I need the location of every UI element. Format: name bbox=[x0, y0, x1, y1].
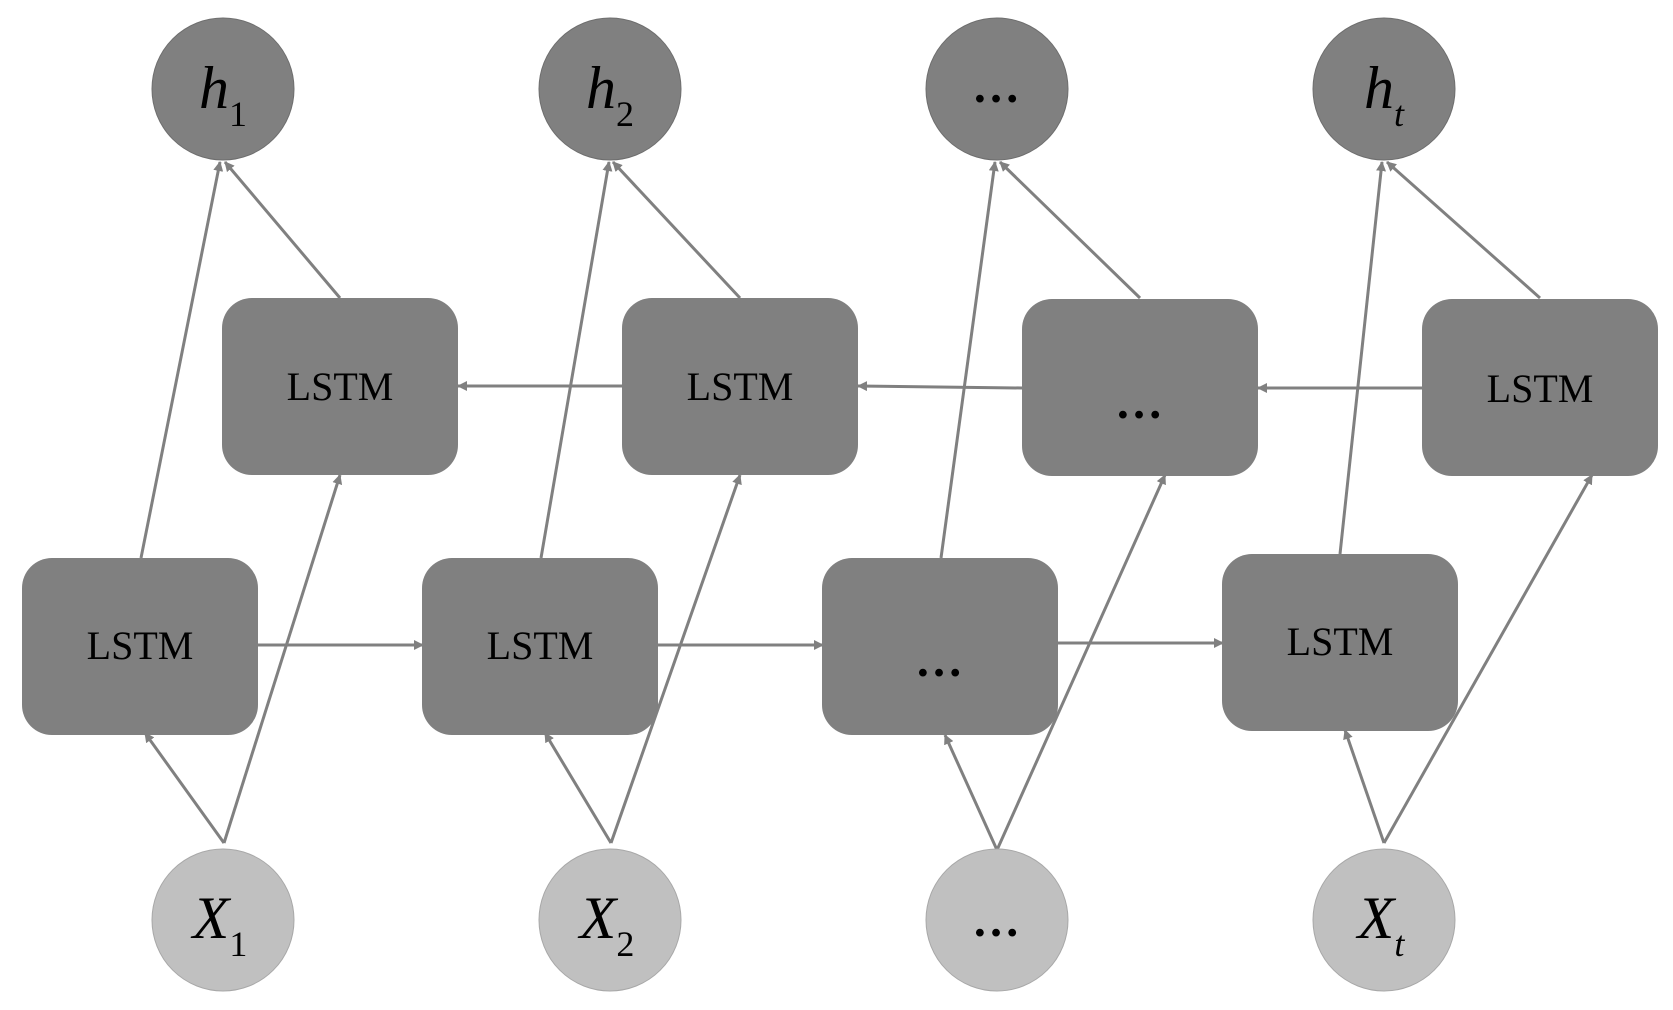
forward-lstm-ellipsis: … bbox=[822, 558, 1058, 735]
lstm-label: LSTM bbox=[487, 623, 594, 668]
lstm-ellipsis: … bbox=[1115, 376, 1165, 429]
arrow-xt-to-forward4 bbox=[1343, 729, 1386, 844]
arrow-backward3-to-backward2 bbox=[857, 381, 1023, 392]
arrow-backward4-to-ht bbox=[1386, 160, 1541, 300]
input-base: X bbox=[1356, 885, 1397, 951]
input-node-x1: X1 bbox=[151, 848, 295, 992]
output-base: h bbox=[199, 55, 229, 121]
arrows bbox=[139, 160, 1594, 851]
svg-text:h1: h1 bbox=[199, 55, 247, 134]
backward-lstm-2: LSTM bbox=[622, 298, 858, 475]
svg-text:X1: X1 bbox=[191, 885, 248, 964]
input-base: X bbox=[191, 885, 232, 951]
backward-lstm-ellipsis: … bbox=[1022, 299, 1258, 476]
arrow-x2-to-backward2 bbox=[609, 474, 742, 844]
input-sub: 2 bbox=[616, 924, 634, 964]
output-node-h1: h1 bbox=[151, 17, 295, 161]
arrow-x3-to-forward3 bbox=[943, 734, 999, 851]
output-ellipsis: … bbox=[972, 60, 1022, 113]
output-node-ellipsis: … bbox=[925, 17, 1069, 161]
backward-lstm-1: LSTM bbox=[222, 298, 458, 475]
output-base: h bbox=[586, 55, 616, 121]
output-sub: t bbox=[1394, 94, 1405, 134]
output-node-ht: ht bbox=[1312, 17, 1456, 161]
lstm-ellipsis: … bbox=[915, 634, 965, 687]
input-node-ellipsis: … bbox=[925, 848, 1069, 992]
output-base: h bbox=[1364, 55, 1394, 121]
forward-lstm-layer: LSTM LSTM … LSTM bbox=[22, 554, 1458, 735]
backward-lstm-layer: LSTM LSTM … LSTM bbox=[222, 298, 1658, 476]
lstm-label: LSTM bbox=[687, 364, 794, 409]
input-base: X bbox=[578, 885, 619, 951]
svg-text:X2: X2 bbox=[578, 885, 635, 964]
arrow-x2-to-forward2 bbox=[543, 732, 613, 844]
output-row: h1 h2 … ht bbox=[151, 17, 1456, 161]
svg-text:ht: ht bbox=[1364, 55, 1405, 134]
backward-lstm-4: LSTM bbox=[1422, 299, 1658, 476]
input-sub: t bbox=[1394, 924, 1405, 964]
arrow-forward4-to-ht bbox=[1338, 161, 1387, 555]
arrow-backward1-to-h1 bbox=[223, 161, 342, 299]
arrow-xt-to-backward4 bbox=[1382, 474, 1594, 844]
arrow-x3-to-backward3 bbox=[995, 474, 1167, 851]
lstm-label: LSTM bbox=[1487, 366, 1594, 411]
arrow-forward1-to-h1 bbox=[139, 161, 224, 559]
lstm-label: LSTM bbox=[87, 623, 194, 668]
lstm-label: LSTM bbox=[287, 364, 394, 409]
arrow-backward3-to-h3 bbox=[998, 160, 1142, 300]
input-ellipsis: … bbox=[972, 894, 1022, 947]
arrow-backward2-to-h2 bbox=[611, 160, 742, 300]
arrow-forward2-to-h2 bbox=[539, 161, 613, 559]
input-node-xt: Xt bbox=[1312, 848, 1456, 992]
output-sub: 2 bbox=[616, 94, 634, 134]
forward-lstm-4: LSTM bbox=[1222, 554, 1458, 731]
arrow-x1-to-backward1 bbox=[222, 474, 343, 844]
input-sub: 1 bbox=[229, 924, 247, 964]
output-node-h2: h2 bbox=[538, 17, 682, 161]
output-sub: 1 bbox=[229, 94, 247, 134]
arrow-x1-to-forward1 bbox=[143, 732, 226, 844]
lstm-label: LSTM bbox=[1287, 619, 1394, 664]
input-node-x2: X2 bbox=[538, 848, 682, 992]
arrow-forward3-to-h3 bbox=[939, 161, 999, 559]
input-row: X1 X2 … Xt bbox=[151, 848, 1456, 992]
svg-text:Xt: Xt bbox=[1356, 885, 1406, 964]
forward-lstm-2: LSTM bbox=[422, 558, 658, 735]
forward-lstm-1: LSTM bbox=[22, 558, 258, 735]
svg-text:h2: h2 bbox=[586, 55, 634, 134]
